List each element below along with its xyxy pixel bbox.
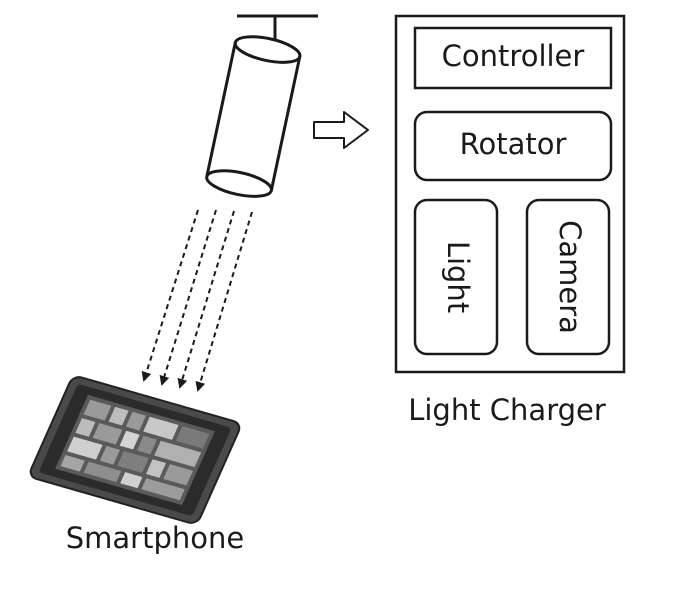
controller-box	[413, 26, 613, 90]
smartphone-icon	[29, 376, 241, 524]
light-beams	[141, 209, 253, 392]
right-arrow-icon	[313, 111, 369, 149]
camera-label: Camera	[553, 220, 587, 334]
light-beam-3	[177, 210, 235, 389]
light-beam-1	[141, 209, 199, 382]
rotator-label: Rotator	[460, 127, 567, 161]
light-beam-2	[159, 209, 217, 386]
light-charger-title: Light Charger	[408, 393, 606, 427]
camera-box	[525, 198, 611, 356]
light-beam-4	[195, 211, 253, 392]
light-box	[413, 198, 499, 356]
light-label: Light	[441, 241, 475, 313]
lamp-icon	[205, 14, 318, 198]
controller-label: Controller	[442, 39, 585, 73]
smartphone-label: Smartphone	[66, 521, 244, 555]
rotator-box	[413, 110, 613, 182]
